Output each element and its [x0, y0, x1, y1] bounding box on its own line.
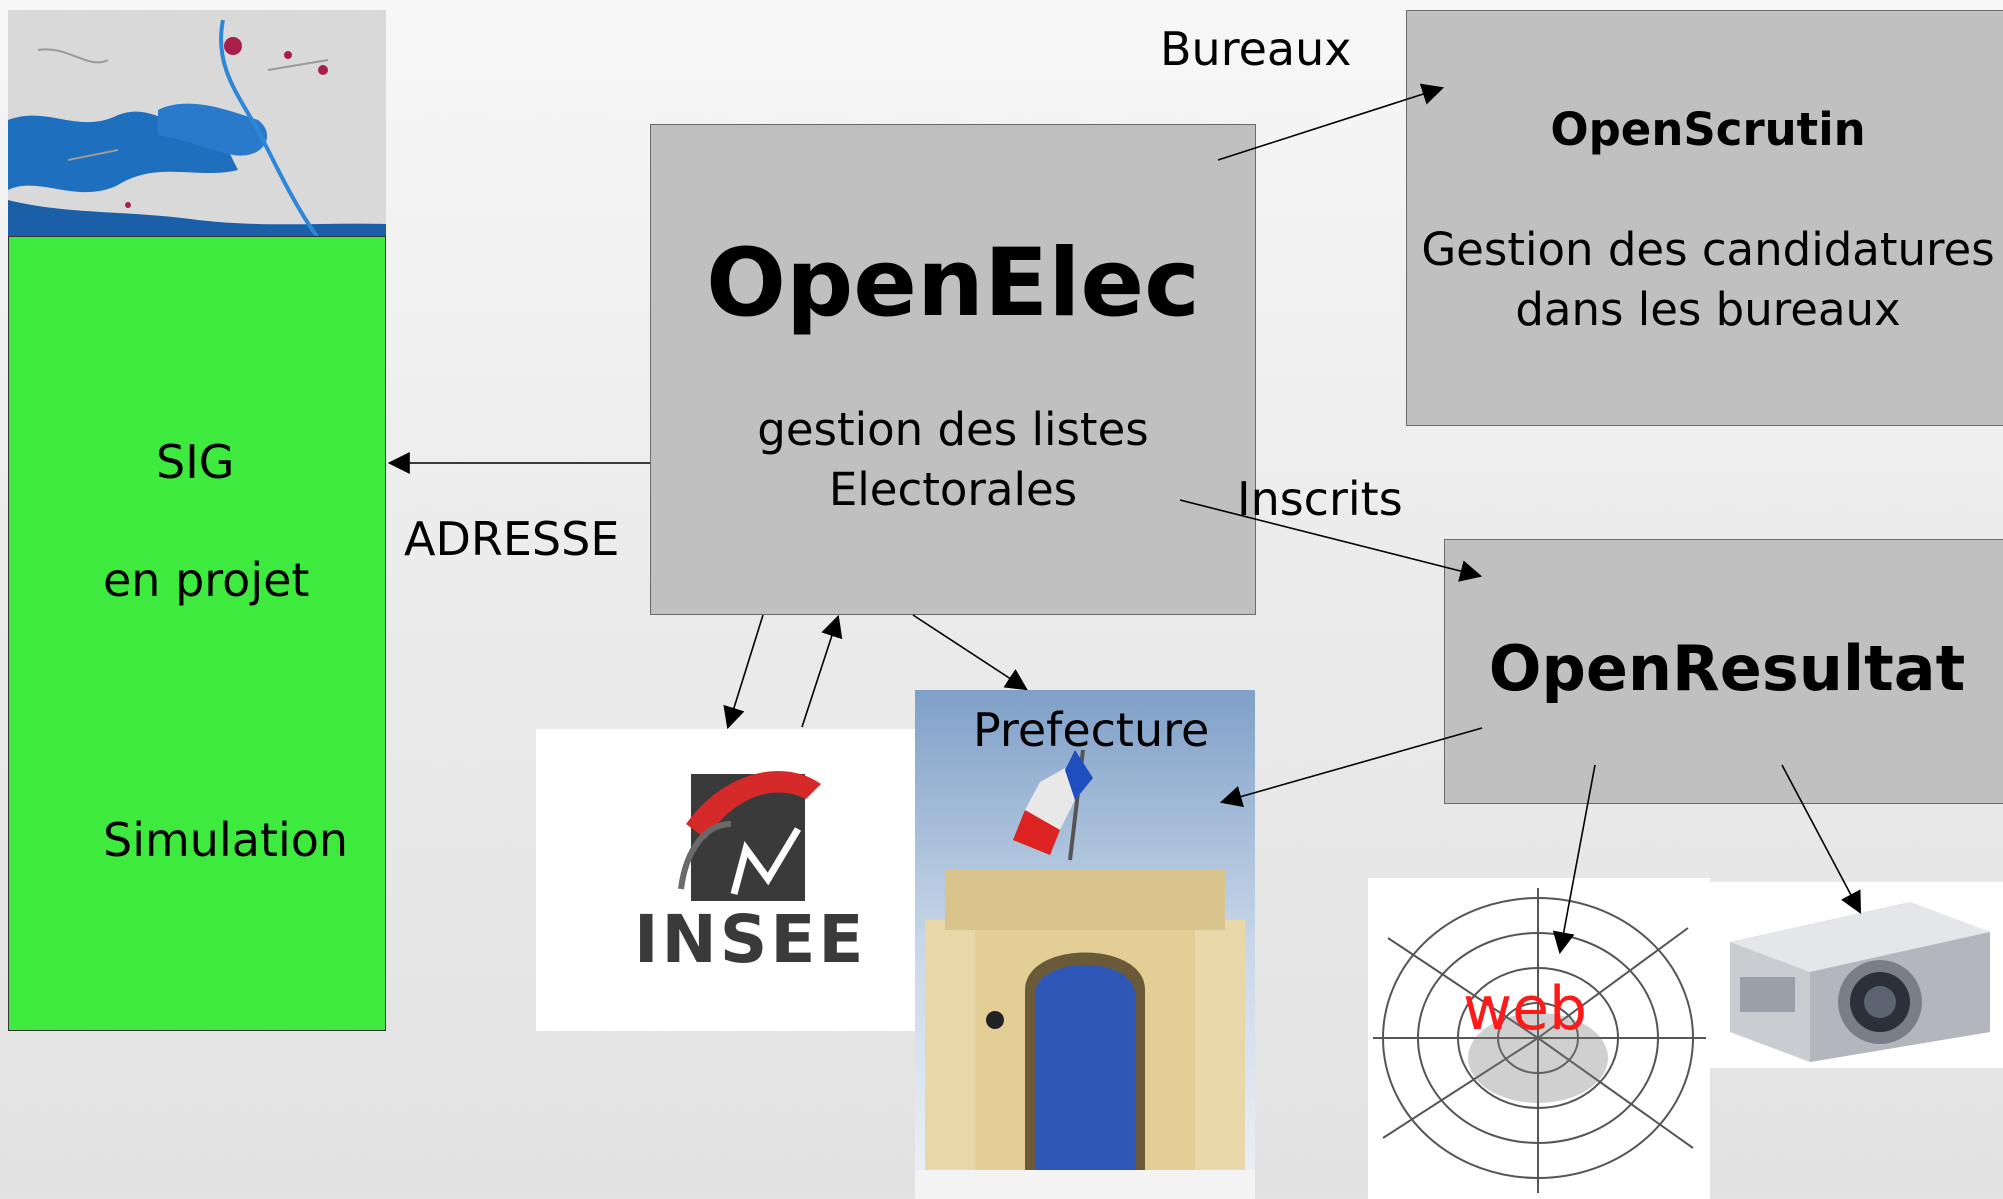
- web-image: web: [1368, 878, 1710, 1199]
- sig-status: en projet: [103, 553, 310, 607]
- insee-logo-text: INSEE: [634, 901, 867, 978]
- openelec-line1: gestion des listes: [757, 403, 1149, 456]
- bureaux-label: Bureaux: [1160, 22, 1352, 76]
- arrow-bureaux: [1217, 83, 1445, 161]
- arrow-resultat-prefecture: [1219, 727, 1483, 808]
- openscrutin-title: OpenScrutin: [1550, 103, 1866, 156]
- prefecture-label: Prefecture: [973, 703, 1210, 757]
- arrow-resultat-web: [1552, 764, 1596, 955]
- arrow-inscrits: [1179, 499, 1483, 582]
- openelec-title: OpenElec: [706, 229, 1200, 338]
- insee-logo-image: INSEE: [536, 729, 916, 1031]
- sig-note: Simulation: [103, 813, 349, 867]
- openresultat-box: OpenResultat: [1444, 539, 2003, 804]
- arrow-from-insee: [801, 614, 843, 728]
- adresse-label: ADRESSE: [404, 512, 620, 566]
- arrow-to-insee: [723, 614, 764, 730]
- inscrits-label: Inscrits: [1237, 472, 1403, 526]
- sig-title: SIG: [156, 435, 235, 489]
- prefecture-image: [915, 690, 1255, 1199]
- sig-panel: SIG en projet Simulation: [8, 236, 386, 1031]
- openscrutin-line1: Gestion des candidatures: [1421, 223, 1995, 276]
- openelec-line2: Electorales: [828, 463, 1078, 516]
- openelec-box: OpenElec gestion des listes Electorales: [650, 124, 1256, 615]
- arrow-resultat-projector: [1781, 764, 1862, 914]
- map-thumbnail: [8, 10, 386, 238]
- openscrutin-box: OpenScrutin Gestion des candidatures dan…: [1406, 10, 2003, 426]
- arrow-to-prefecture: [912, 614, 1028, 691]
- web-label: web: [1463, 974, 1588, 1044]
- projector-image: [1710, 882, 2003, 1068]
- openresultat-title: OpenResultat: [1488, 632, 1966, 705]
- openscrutin-line2: dans les bureaux: [1515, 283, 1901, 336]
